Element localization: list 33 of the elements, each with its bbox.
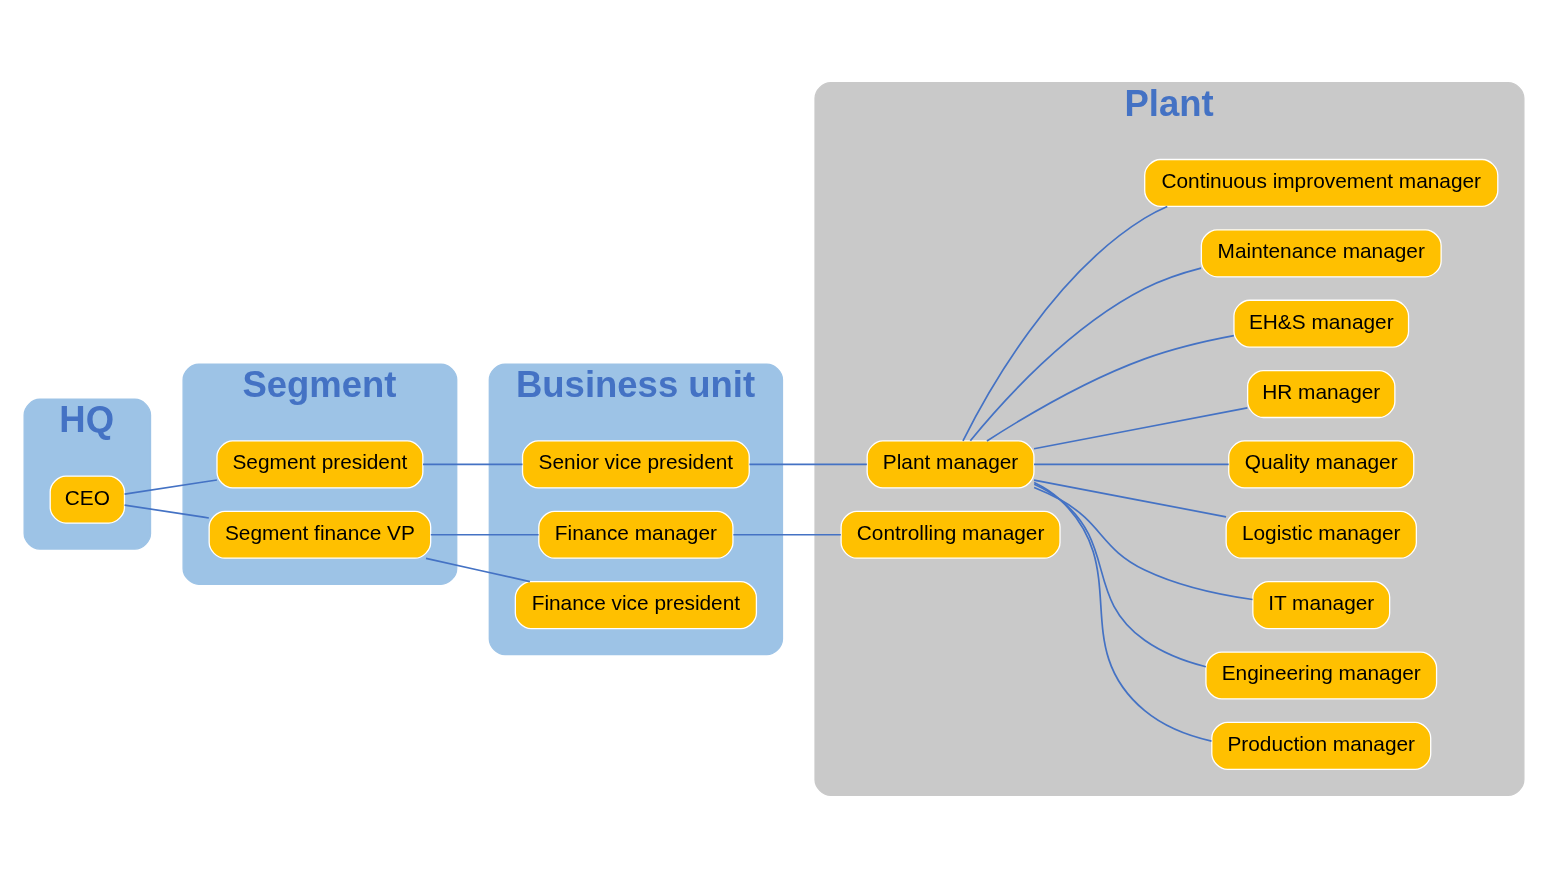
connector [422,463,524,466]
node-box: Production manager [1211,721,1432,770]
connector [1033,483,1207,668]
connector [962,205,1169,442]
node-box: Finance vice president [514,581,758,630]
connector [123,479,218,495]
connector [1033,479,1227,518]
node-box: Logistic manager [1225,510,1417,559]
node-box: Senior vice president [521,440,750,489]
node-box: Segment president [216,440,424,489]
node-box: Finance manager [538,510,734,559]
connector [1033,463,1230,466]
node-box: Engineering manager [1205,651,1438,700]
node-box: Quality manager [1228,440,1415,489]
node-box: Continuous improvement manager [1144,158,1499,208]
node-box: Plant manager [866,440,1035,489]
connector [1033,407,1249,450]
node-box: HR manager [1247,369,1396,419]
connector [123,504,210,519]
node-box: Segment finance VP [208,510,432,559]
connector [986,334,1235,442]
connector [1033,486,1254,601]
connector [748,463,868,466]
connector [969,267,1202,442]
node-box: EH&S manager [1233,299,1410,348]
node-box: Controlling manager [840,510,1061,559]
node-box: Maintenance manager [1200,229,1442,278]
connector [429,533,540,536]
connector [1033,481,1213,742]
node-box: CEO [49,475,126,524]
connector [425,557,531,583]
node-box: IT manager [1252,581,1391,630]
connector [732,533,842,536]
